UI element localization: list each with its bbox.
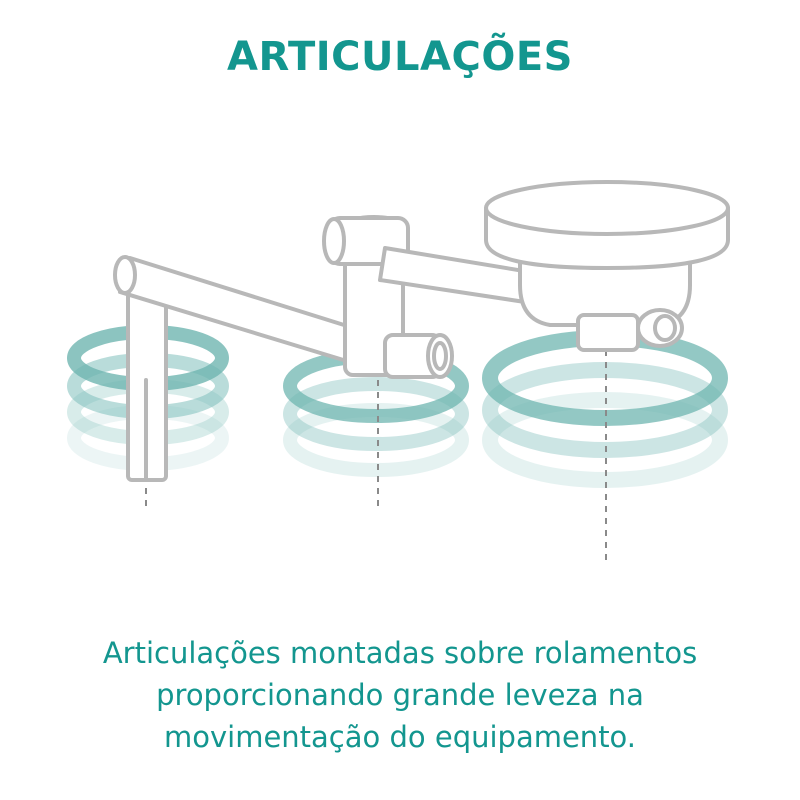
articulated-arm-illustration	[67, 180, 730, 565]
description-text: Articulações montadas sobre rolamentos p…	[40, 632, 760, 758]
lamp-arm	[113, 180, 730, 482]
caption-line-1: Articulações montadas sobre rolamentos	[102, 636, 698, 670]
caption-line-2: proporcionando grande leveza na	[156, 678, 644, 712]
caption-line-3: movimentação do equipamento.	[163, 720, 637, 754]
page-title: ARTICULAÇÕES	[227, 34, 573, 80]
